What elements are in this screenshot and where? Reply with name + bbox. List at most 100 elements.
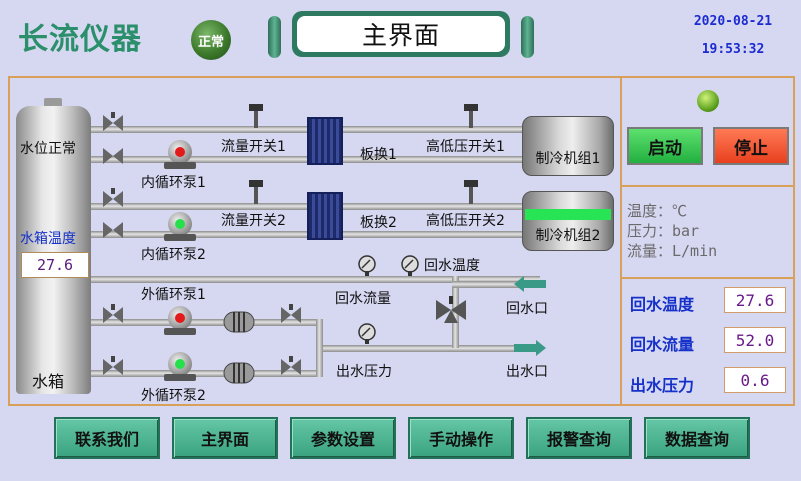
stop-button[interactable]: 停止 xyxy=(713,127,789,165)
brand-logo: 长流仪器 xyxy=(18,22,142,57)
pump-icon xyxy=(168,352,192,376)
date-display: 2020-08-21 xyxy=(693,14,773,29)
measurement-label: 出水压力 xyxy=(630,376,695,395)
pump-base xyxy=(164,162,196,169)
tank-name-label: 水箱 xyxy=(32,372,65,391)
nav-settings-button[interactable]: 参数设置 xyxy=(290,417,396,459)
return-flow-value: 52.0 xyxy=(724,327,786,353)
chiller-1-label: 制冷机组1 xyxy=(535,151,601,167)
panel-divider xyxy=(620,78,622,404)
filter-icon xyxy=(223,311,255,333)
valve-icon[interactable] xyxy=(280,356,302,378)
chiller-2-label: 制冷机组2 xyxy=(535,228,601,244)
tank-cap xyxy=(44,98,62,108)
return-temp-label: 回水温度 xyxy=(424,258,480,274)
page-title-banner: 主界面 xyxy=(268,11,536,63)
unit-pressure: 压力：bar xyxy=(627,222,700,240)
plate-2-label: 板换2 xyxy=(360,215,397,231)
nav-contact-button[interactable]: 联系我们 xyxy=(54,417,160,459)
pump-status-light xyxy=(175,147,185,157)
panel-divider xyxy=(622,185,794,187)
title-box: 主界面 xyxy=(292,11,510,57)
nav-manual-button[interactable]: 手动操作 xyxy=(408,417,514,459)
nav-data-button[interactable]: 数据查询 xyxy=(644,417,750,459)
valve-icon[interactable] xyxy=(102,112,124,134)
chiller-unit-2[interactable]: 制冷机组2 xyxy=(522,191,614,251)
valve-icon[interactable] xyxy=(102,188,124,210)
title-right-bar xyxy=(521,16,534,58)
pump-icon xyxy=(168,140,192,164)
panel-divider xyxy=(622,277,794,279)
pipe xyxy=(90,276,540,283)
return-port-label: 回水口 xyxy=(506,301,548,317)
return-arrow-icon xyxy=(514,276,546,292)
pipe xyxy=(316,345,526,352)
time-display: 19:53:32 xyxy=(701,42,765,57)
title-left-bar xyxy=(268,16,281,58)
pump-inner-2[interactable] xyxy=(164,212,196,241)
outlet-arrow-icon xyxy=(514,340,546,356)
nav-main-button[interactable]: 主界面 xyxy=(172,417,278,459)
tank-temp-label: 水箱温度 xyxy=(20,231,76,247)
pipe xyxy=(90,319,320,326)
valve-icon[interactable] xyxy=(102,356,124,378)
chiller-running-indicator xyxy=(525,209,611,220)
unit-temp: 温度：℃ xyxy=(627,202,688,220)
three-way-valve-icon[interactable] xyxy=(434,296,468,324)
unit-flow: 流量：L/min xyxy=(627,242,718,260)
page-title: 主界面 xyxy=(297,16,505,52)
status-indicator: 正常 xyxy=(191,20,231,60)
outlet-pressure-label: 出水压力 xyxy=(336,364,392,380)
pipe xyxy=(316,319,323,377)
valve-icon[interactable] xyxy=(102,304,124,326)
return-temp-value: 27.6 xyxy=(724,287,786,313)
pump-status-light xyxy=(175,219,185,229)
pump-outer-2[interactable] xyxy=(164,352,196,381)
flow-switch-icon xyxy=(249,104,263,128)
pipe xyxy=(90,370,320,377)
chiller-unit-1[interactable]: 制冷机组1 xyxy=(522,116,614,176)
sensor-icon xyxy=(358,255,376,276)
valve-icon[interactable] xyxy=(102,219,124,241)
sensor-icon xyxy=(358,323,376,344)
pump-inner-2-label: 内循环泵2 xyxy=(141,247,206,263)
measurement-label: 回水温度 xyxy=(630,295,695,314)
pump-outer-1[interactable] xyxy=(164,306,196,335)
pump-base xyxy=(164,328,196,335)
pump-icon xyxy=(168,306,192,330)
diagram-frame xyxy=(8,76,795,406)
pressure-switch-icon xyxy=(464,180,478,204)
plate-exchanger-1 xyxy=(307,117,343,165)
pump-inner-1[interactable] xyxy=(164,140,196,169)
measurement-label: 回水流量 xyxy=(630,335,695,354)
tank-temp-value: 27.6 xyxy=(21,252,89,278)
valve-icon[interactable] xyxy=(280,304,302,326)
pump-status-light xyxy=(175,359,185,369)
hl-switch-1-label: 高低压开关1 xyxy=(426,139,505,155)
flow-switch-1-label: 流量开关1 xyxy=(221,139,286,155)
plate-1-label: 板换1 xyxy=(360,147,397,163)
sensor-icon xyxy=(401,255,419,276)
nav-alarm-button[interactable]: 报警查询 xyxy=(526,417,632,459)
plate-exchanger-2 xyxy=(307,192,343,240)
pump-base xyxy=(164,234,196,241)
filter-icon xyxy=(223,362,255,384)
pipe xyxy=(452,281,522,288)
pump-icon xyxy=(168,212,192,236)
start-button[interactable]: 启动 xyxy=(627,127,703,165)
return-flow-label: 回水流量 xyxy=(335,291,391,307)
hl-switch-2-label: 高低压开关2 xyxy=(426,213,505,229)
run-indicator-led xyxy=(697,90,719,112)
outlet-pressure-value: 0.6 xyxy=(724,367,786,393)
tank-level-label: 水位正常 xyxy=(20,141,76,157)
flow-switch-icon xyxy=(249,180,263,204)
pump-status-light xyxy=(175,313,185,323)
pump-outer-1-label: 外循环泵1 xyxy=(141,287,206,303)
pump-outer-2-label: 外循环泵2 xyxy=(141,388,206,404)
outlet-port-label: 出水口 xyxy=(506,364,548,380)
valve-icon[interactable] xyxy=(102,145,124,167)
pump-inner-1-label: 内循环泵1 xyxy=(141,175,206,191)
flow-switch-2-label: 流量开关2 xyxy=(221,213,286,229)
pump-base xyxy=(164,374,196,381)
water-tank xyxy=(16,106,91,394)
